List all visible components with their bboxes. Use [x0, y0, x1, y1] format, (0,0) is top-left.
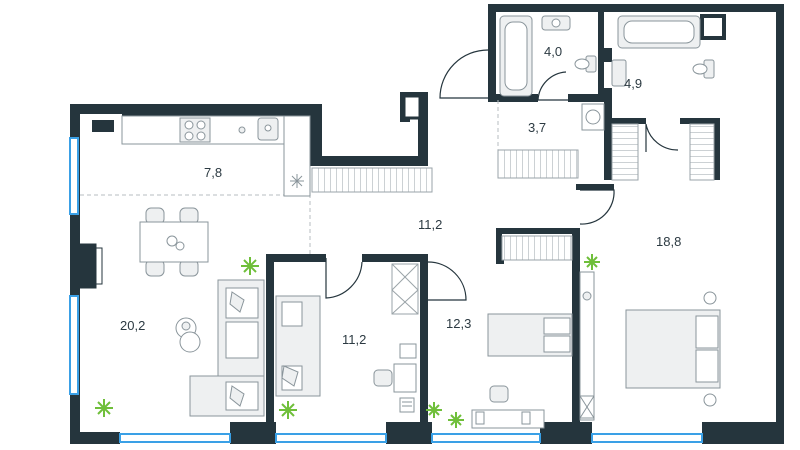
room-area-bedroom-small: 11,2	[342, 332, 366, 347]
room-area-laundry: 3,7	[528, 120, 546, 135]
area-labels: 4,0 4,9 3,7 7,8 11,2 20,2 11,2 12,3 18,8	[120, 44, 681, 347]
walls	[70, 4, 784, 444]
windows	[69, 137, 703, 443]
dining-set	[139, 207, 209, 277]
bathroom-fixtures	[499, 15, 715, 131]
room-area-bathroom-2: 4,9	[624, 76, 642, 91]
room-area-bedroom-master: 18,8	[656, 234, 681, 249]
room-area-living-room: 20,2	[120, 318, 145, 333]
desk-icon	[471, 385, 545, 429]
storage-areas	[311, 123, 715, 315]
room-area-kitchen: 7,8	[204, 165, 222, 180]
wardrobe-icon	[579, 271, 595, 421]
room-area-bedroom-middle: 12,3	[446, 316, 471, 331]
double-bed-icon	[487, 313, 573, 357]
doors	[325, 49, 679, 301]
coffee-table-icon	[175, 317, 201, 353]
stove-icon	[179, 117, 211, 143]
room-area-bathroom-1: 4,0	[544, 44, 562, 59]
double-bed-icon	[625, 291, 721, 407]
kitchen-counter	[121, 115, 311, 197]
desk-icon	[373, 343, 417, 413]
plant-icon	[95, 254, 600, 428]
tv-icon	[79, 243, 103, 289]
sofa-icon	[189, 279, 265, 417]
bed-icon	[275, 295, 321, 397]
washing-machine-icon	[585, 109, 601, 125]
sink-icon	[611, 59, 627, 87]
room-area-hallway: 11,2	[418, 217, 442, 232]
